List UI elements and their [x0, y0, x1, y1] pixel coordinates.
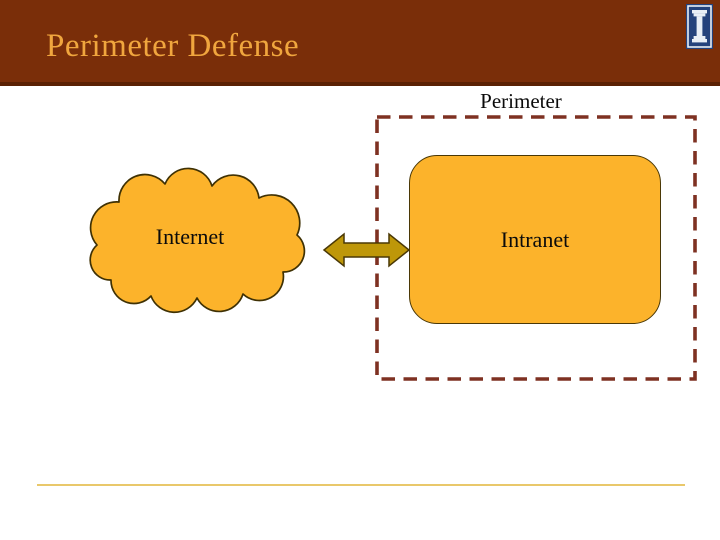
intranet-box: Intranet	[409, 155, 661, 324]
perimeter-dashed-rect	[375, 115, 697, 381]
internet-cloud-shape	[89, 167, 306, 314]
slide-title: Perimeter Defense	[46, 28, 300, 64]
intranet-label: Intranet	[500, 226, 570, 252]
university-logo-icon	[686, 4, 713, 49]
column-logo-svg	[686, 4, 713, 49]
cloud-path	[89, 167, 306, 314]
internet-label: Internet	[155, 224, 225, 249]
footer-divider-line	[37, 484, 685, 486]
internet-intranet-arrow	[322, 232, 411, 268]
perimeter-boundary-box	[375, 115, 697, 381]
perimeter-label: Perimeter	[480, 89, 562, 113]
title-bar: Perimeter Defense	[0, 0, 720, 86]
double-arrow-path	[322, 232, 411, 268]
